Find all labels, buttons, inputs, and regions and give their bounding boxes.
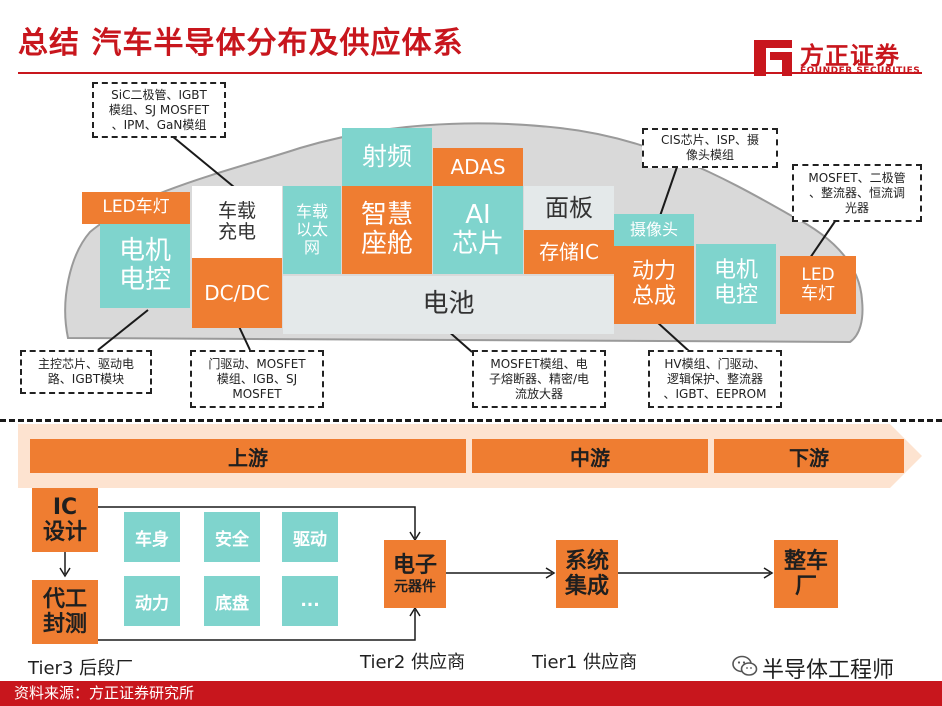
- tier1-label: Tier1 供应商: [532, 652, 638, 673]
- note-hv-module: HV模组、门驱动、 逻辑保护、整流器 、IGBT、EEPROM: [648, 350, 782, 408]
- brand-name-en: FOUNDER SECURITIES: [800, 66, 921, 76]
- components-label: 元器件: [394, 578, 436, 595]
- led-front-lamp: LED车灯: [82, 192, 190, 224]
- onboard-charger: 车载 充电: [192, 186, 282, 258]
- note-battery-parts: MOSFET模组、电 子熔断器、精密/电 流放大器: [472, 350, 606, 408]
- motor-control-right: 电机 电控: [696, 244, 776, 324]
- wechat-account: 半导体工程师: [762, 658, 895, 683]
- electronic-components: 电子 元器件: [384, 540, 446, 608]
- led-rear-lamp: LED 车灯: [780, 256, 856, 314]
- brand-name: 方正证券: [800, 42, 900, 70]
- tag-safety: 安全: [204, 512, 260, 562]
- note-main-chip: 主控芯片、驱动电 路、IGBT模块: [20, 350, 152, 394]
- section-divider: [0, 419, 942, 422]
- tag-more: ...: [282, 576, 338, 626]
- tier2-label: Tier2 供应商: [360, 652, 466, 673]
- note-sic-igbt: SiC二极管、IGBT 模组、SJ MOSFET 、IPM、GaN模组: [92, 82, 226, 138]
- electronic-label: 电子: [392, 553, 437, 579]
- motor-control-left: 电机 电控: [100, 224, 190, 308]
- midstream-band: 中游: [472, 439, 708, 473]
- rf-module: 射频: [342, 128, 432, 186]
- downstream-band: 下游: [714, 439, 904, 473]
- dcdc-converter: DC/DC: [192, 258, 282, 328]
- tag-drive: 驱动: [282, 512, 338, 562]
- wechat-icon: [732, 655, 758, 676]
- smart-cockpit: 智慧 座舱: [342, 186, 432, 274]
- storage-ic: 存储IC: [524, 230, 614, 274]
- ic-design: IC 设计: [32, 488, 98, 552]
- tag-body: 车身: [124, 512, 180, 562]
- battery: 电池: [283, 276, 614, 334]
- powertrain: 动力 总成: [614, 246, 694, 324]
- foundry-packaging: 代工 封测: [32, 580, 98, 644]
- upstream-band: 上游: [30, 439, 466, 473]
- system-integration: 系统 集成: [556, 540, 618, 608]
- ai-chip: AI 芯片: [433, 186, 523, 274]
- tier3-label: Tier3 后段厂: [28, 658, 134, 679]
- note-cis: CIS芯片、ISP、摄 像头模组: [642, 128, 778, 168]
- title-underline: [18, 72, 922, 74]
- tag-chassis: 底盘: [204, 576, 260, 626]
- adas: ADAS: [433, 148, 523, 186]
- vehicle-oem: 整车 厂: [774, 540, 838, 608]
- page-title: 总结 汽车半导体分布及供应体系: [18, 26, 464, 61]
- display-panel: 面板: [524, 186, 614, 230]
- camera: 摄像头: [614, 214, 694, 246]
- founder-logo-icon: [754, 40, 792, 76]
- note-gate-driver: 门驱动、MOSFET 模组、IGB、SJ MOSFET: [190, 350, 324, 408]
- automotive-ethernet: 车载 以太 网: [283, 186, 341, 274]
- source-footer: 资料来源：方正证券研究所: [0, 681, 942, 706]
- note-led-parts: MOSFET、二极管 、整流器、恒流调 光器: [792, 164, 922, 222]
- tag-power: 动力: [124, 576, 180, 626]
